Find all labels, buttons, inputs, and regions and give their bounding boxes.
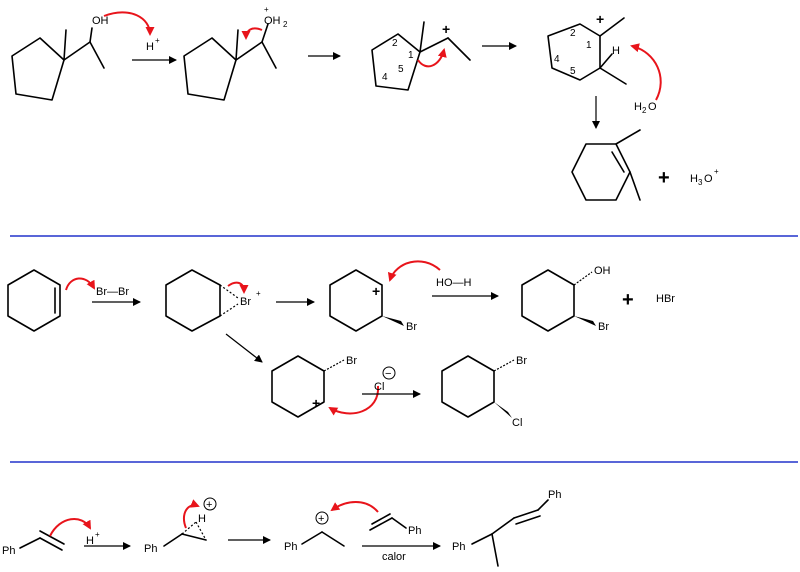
intermediate-h-label: H: [198, 513, 206, 525]
curly-arrow-deprotonation: [630, 43, 662, 101]
hydronium-subscript: 3: [698, 178, 703, 187]
ring-number-2: 2: [392, 38, 398, 49]
bromo-carbocation-charge: +: [372, 283, 380, 299]
molecule-protonated-styrene: Ph H +: [144, 497, 217, 555]
curly-arrow-water-attack: [387, 260, 441, 282]
hydrogen-bromide-label: HBr: [656, 293, 675, 305]
cyclohexyl-charge: +: [596, 11, 604, 27]
curly-arrow-h-transfer: [182, 499, 200, 529]
molecule-alcohol: OH: [11, 15, 109, 101]
reaction-condition-label: calor: [382, 551, 406, 563]
molecule-cyclohexyl-cation: + H 2 1 4 5: [547, 11, 627, 85]
molecule-diphenylbutene: Ph Ph: [452, 489, 561, 567]
intermediate-charge: +: [206, 499, 212, 511]
molecule-styrene-2: Ph: [369, 513, 421, 537]
molecule-bromo-carbocation: + Br: [329, 269, 417, 333]
sum-plus-1: +: [658, 167, 670, 189]
molecule-oxonium: + OH 2: [183, 5, 288, 101]
section-styrene-dimerization: Ph H + Ph H + Ph +: [2, 489, 561, 567]
carbocation-ph-label: Ph: [284, 541, 297, 553]
curly-arrow-alkene-attack: [65, 277, 95, 291]
curly-arrow-styrene-protonation: [49, 518, 91, 537]
molecule-benzylic-carbocation: Ph +: [284, 511, 345, 553]
ring-number-2: 2: [570, 28, 576, 39]
section-pinacol-rearrangement: OH H + + OH 2 + 2 1 4 5: [11, 5, 719, 201]
product-chloro-label: Cl: [512, 417, 522, 429]
ring-number-5: 5: [398, 64, 404, 75]
product-ph-label-2: Ph: [548, 489, 561, 501]
oxonium-subscript: 2: [283, 20, 288, 29]
product-bromo-label: Br: [516, 355, 527, 367]
styrene-ph-label: Ph: [2, 545, 15, 557]
curly-arrow-bromonium-open: [227, 281, 249, 294]
styrene2-ph-label: Ph: [408, 525, 421, 537]
bromohydrin-oh-label: OH: [594, 265, 611, 277]
molecule-carbocation: + 2 1 4 5: [371, 21, 471, 91]
proton-charge-3: +: [95, 530, 100, 539]
water-o-label: O: [648, 101, 657, 113]
chloride-charge: −: [385, 368, 391, 380]
hydronium-h-label: H: [690, 173, 698, 185]
bromine-molecule-label: Br—Br: [96, 286, 129, 298]
carbocation-charge: +: [442, 21, 450, 37]
proton-charge: +: [155, 36, 160, 45]
curly-arrow-ring-expansion: [417, 48, 447, 68]
curly-arrow-alkene-addition: [330, 501, 379, 513]
proton-label-3: H: [86, 535, 94, 547]
curly-arrow-chloride-attack: [328, 385, 380, 416]
ring-number-4: 4: [554, 54, 560, 65]
molecule-bromohydrin: OH Br: [521, 265, 611, 333]
lower-bromo-label: Br: [346, 355, 357, 367]
hydroxyl-label: OH: [92, 15, 109, 27]
molecule-bromonium: Br +: [165, 269, 261, 332]
ring-number-1: 1: [408, 50, 414, 61]
bromo-substituent-label: Br: [406, 321, 417, 333]
chloride-label: Cl: [374, 381, 384, 393]
sum-plus-2: +: [622, 289, 634, 311]
water-h-label: H: [634, 101, 642, 113]
bromonium-charge: +: [256, 289, 261, 298]
molecule-bromo-carbocation-lower: Br +: [271, 355, 357, 418]
intermediate-ph-label: Ph: [144, 543, 157, 555]
carbocation-charge-circle: [315, 511, 329, 525]
hydride-label: H: [612, 45, 620, 57]
molecule-cyclohexene: [7, 269, 61, 332]
intermediate-charge-circle: [203, 497, 217, 511]
reaction-arrow-branch: [225, 333, 263, 363]
hydronium-charge: +: [714, 167, 719, 176]
molecule-styrene: Ph: [2, 530, 65, 557]
proton-label: H: [146, 41, 154, 53]
curly-arrow-protonation: [103, 11, 155, 36]
ring-number-1: 1: [586, 40, 592, 51]
product-ph-label-1: Ph: [452, 541, 465, 553]
chloride-charge-circle: [382, 366, 396, 380]
hydronium-o-label: O: [704, 173, 713, 185]
benzylic-charge: +: [318, 513, 324, 525]
water-molecule-label: HO—H: [436, 277, 472, 289]
water-subscript: 2: [642, 106, 647, 115]
oxonium-charge: +: [264, 5, 269, 14]
bromohydrin-br-label: Br: [598, 321, 609, 333]
curly-arrow-water-loss: [241, 27, 263, 40]
molecule-bromochlorocyclohexane: Br Cl: [441, 355, 527, 429]
molecule-dimethylcyclohexene: [571, 129, 641, 201]
ring-number-5: 5: [570, 66, 576, 77]
section-halogenation: Br—Br Br + + Br HO—H OH Br: [7, 260, 675, 429]
ring-number-4: 4: [382, 72, 388, 83]
lower-carbocation-charge: +: [312, 395, 320, 411]
bromonium-label: Br: [240, 296, 251, 308]
oxonium-label: OH: [264, 15, 281, 27]
